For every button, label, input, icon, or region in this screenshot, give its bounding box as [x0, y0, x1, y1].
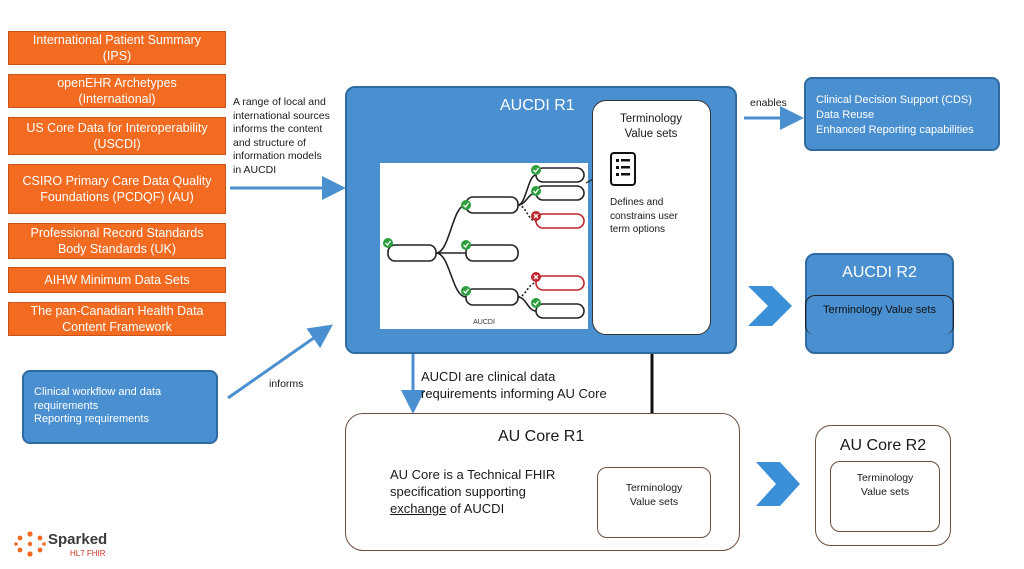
- arrow-workflow-to-aucdi: [227, 324, 333, 400]
- source-pan-canadian: The pan-Canadian Health Data Content Fra…: [8, 302, 226, 336]
- au-core-r1-terminology: Terminology Value sets: [597, 467, 711, 538]
- tree-leaf-5: [535, 303, 585, 319]
- check-icon: [531, 186, 541, 196]
- au-core-r1-desc: AU Core is a Technical FHIR specificatio…: [390, 466, 590, 517]
- informs-label: informs: [269, 378, 304, 390]
- aucdi-tree-diagram: AUCDI: [380, 163, 588, 329]
- aucdi-r2-inner-box: [805, 295, 954, 335]
- au-core-r2-title: AU Core R2: [839, 437, 927, 454]
- sparked-logo-text: Sparked: [48, 531, 108, 548]
- aucdi-r2-inner: Terminology Value sets: [823, 304, 936, 316]
- au-core-r1-title: AU Core R1: [498, 428, 585, 445]
- check-icon: [531, 165, 541, 175]
- au-core-r1-desc-tail: of AUCDI: [446, 501, 505, 516]
- terminology-box-r1: [592, 100, 711, 335]
- source-prsb: Professional Record Standards Body Stand…: [8, 223, 226, 259]
- aucdi-r1-title: AUCDI R1: [500, 97, 575, 114]
- check-icon: [531, 298, 541, 308]
- chevron-upper-icon: [748, 286, 792, 326]
- tree-leaf-4: [535, 275, 585, 291]
- list-icon: [610, 152, 636, 186]
- hl7-fhir-text: HL7 FHIR: [70, 549, 106, 558]
- source-uscdi: US Core Data for Interoperability (USCDI…: [8, 117, 226, 155]
- au-core-r2-terminology: Terminology Value sets: [830, 461, 940, 532]
- chevron-lower-icon: [756, 462, 800, 506]
- terminology-title-r1: Terminology Value sets: [620, 113, 682, 140]
- enables-label: enables: [750, 97, 787, 109]
- check-icon: [461, 200, 471, 210]
- au-core-r1-exchange: exchange: [390, 501, 447, 516]
- check-icon: [461, 240, 471, 250]
- tree-leaf-2: [535, 185, 585, 201]
- tree-node-root: [387, 244, 437, 262]
- tree-leaf-3: [535, 213, 585, 229]
- terminology-desc-r1: Defines and constrains user term options: [610, 197, 678, 235]
- tree-leaf-1: [535, 167, 585, 183]
- sources-note: A range of local and international sourc…: [233, 96, 330, 176]
- sparked-logo-icon: [14, 531, 46, 557]
- aucdi-to-core-label: AUCDI are clinical data requirements inf…: [421, 369, 607, 401]
- source-ips: International Patient Summary (IPS): [8, 31, 226, 65]
- diagram-caption: AUCDI: [473, 319, 495, 326]
- tree-node-mid-center: [465, 244, 519, 262]
- source-pcdqf: CSIRO Primary Care Data Quality Foundati…: [8, 164, 226, 214]
- cds-box: Clinical Decision Support (CDS) Data Reu…: [804, 77, 1000, 151]
- au-core-r1-desc-text: AU Core is a Technical FHIR specificatio…: [390, 467, 556, 499]
- tree-node-mid-bottom: [465, 288, 519, 306]
- source-openehr: openEHR Archetypes (International): [8, 74, 226, 108]
- check-icon: [383, 238, 393, 248]
- aucdi-r2-title: AUCDI R2: [842, 264, 917, 281]
- source-aihw: AIHW Minimum Data Sets: [8, 267, 226, 293]
- tree-node-mid-top: [465, 196, 519, 214]
- workflow-box: Clinical workflow and data requirements …: [22, 370, 218, 444]
- check-icon: [461, 286, 471, 296]
